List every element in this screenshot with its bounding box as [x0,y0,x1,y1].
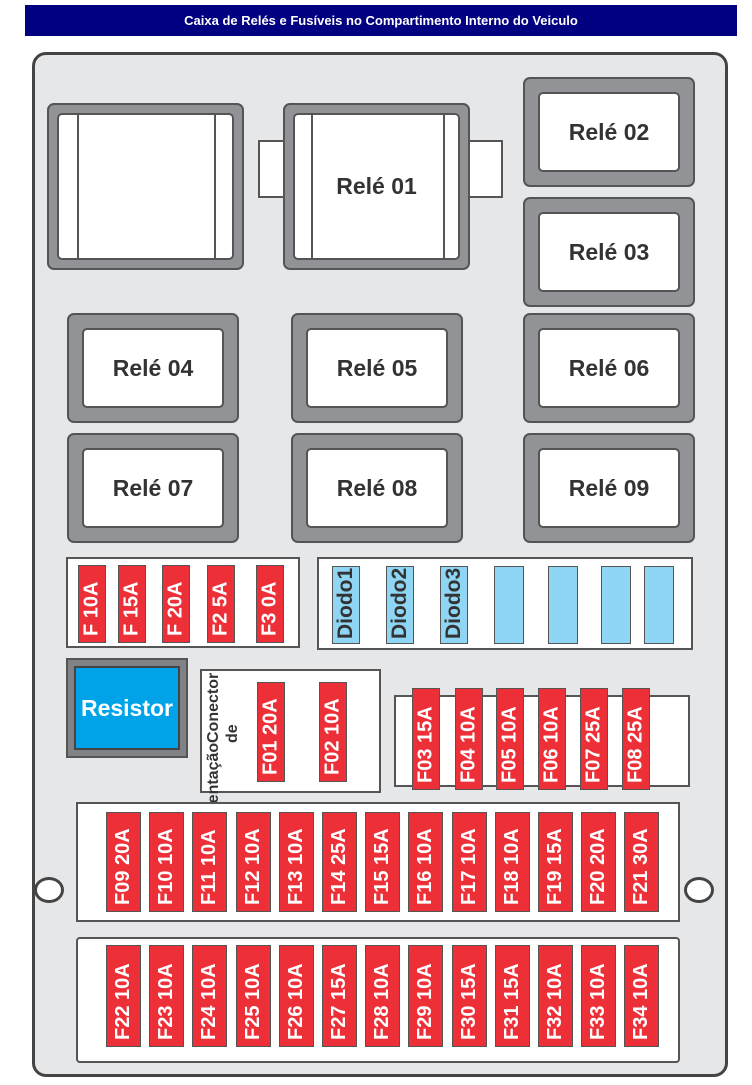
fuse: F28 10A [365,945,401,1047]
fuse: F2 5A [207,565,235,643]
fuse: F19 15A [538,812,573,912]
fuse: F07 25A [580,688,608,790]
relay-09: Relé 09 [523,433,695,543]
fuse: F29 10A [408,945,444,1047]
relay-02: Relé 02 [523,77,695,187]
fuse: F34 10A [624,945,660,1047]
diagram-title: Caixa de Relés e Fusíveis no Compartimen… [25,5,737,36]
fuse: F04 10A [455,688,483,790]
fuse: F24 10A [192,945,228,1047]
fuse: F33 10A [581,945,617,1047]
relay-04: Relé 04 [67,313,239,423]
relay-tab [467,140,503,198]
diode-slot-empty [548,566,578,644]
fuse: F09 20A [106,812,141,912]
fuse: F17 10A [451,812,487,912]
diode-slot-empty [644,566,674,644]
fuse: F27 15A [322,945,357,1047]
fuse: F15 15A [365,812,401,912]
fuse: F01 20A [257,682,285,782]
connector-label: Conector de [205,673,241,744]
fuse: F 10A [78,565,106,643]
fuse: F03 15A [412,688,440,790]
relay-07: Relé 07 [67,433,239,543]
power-connector-block: Conector de Alimentação [200,669,381,838]
diode-slot-empty [601,566,631,644]
diode: Diodo1 [332,566,360,644]
diode-slot-empty [494,566,524,644]
fuse: F30 15A [451,945,487,1047]
fuse: F23 10A [149,945,185,1047]
fuse: F12 10A [235,812,271,912]
fuse: F32 10A [538,945,573,1047]
large-relay [47,103,244,270]
fuse: F31 15A [494,945,530,1047]
fuse: F 20A [162,565,190,643]
fuse: F13 10A [278,812,314,912]
resistor: Resistor [66,658,188,758]
fuse: F14 25A [322,812,357,912]
fuse: F06 10A [538,688,566,790]
fuse: F20 20A [581,812,617,912]
fuse: F26 10A [278,945,314,1047]
fuse: F08 25A [622,688,650,790]
relay-03: Relé 03 [523,197,695,307]
relay-08: Relé 08 [291,433,463,543]
fuse: F16 10A [408,812,444,912]
fuse: F11 10A [192,812,228,912]
mounting-hole [34,877,64,903]
relay-06: Relé 06 [523,313,695,423]
diode: Diodo3 [440,566,468,644]
fuse: F05 10A [496,688,524,790]
fuse: F 15A [118,565,146,643]
fuse: F22 10A [106,945,141,1047]
fuse: F10 10A [149,812,185,912]
fuse: F25 10A [235,945,271,1047]
fuse: F02 10A [319,682,347,782]
fuse: F18 10A [494,812,530,912]
fuse: F3 0A [256,565,284,643]
relay-01: Relé 01 [283,103,470,270]
resistor-label: Resistor [74,666,180,750]
relay-05: Relé 05 [291,313,463,423]
relay-tab [258,140,286,198]
mounting-hole [684,877,714,903]
fuse: F21 30A [624,812,660,912]
diode: Diodo2 [386,566,414,644]
